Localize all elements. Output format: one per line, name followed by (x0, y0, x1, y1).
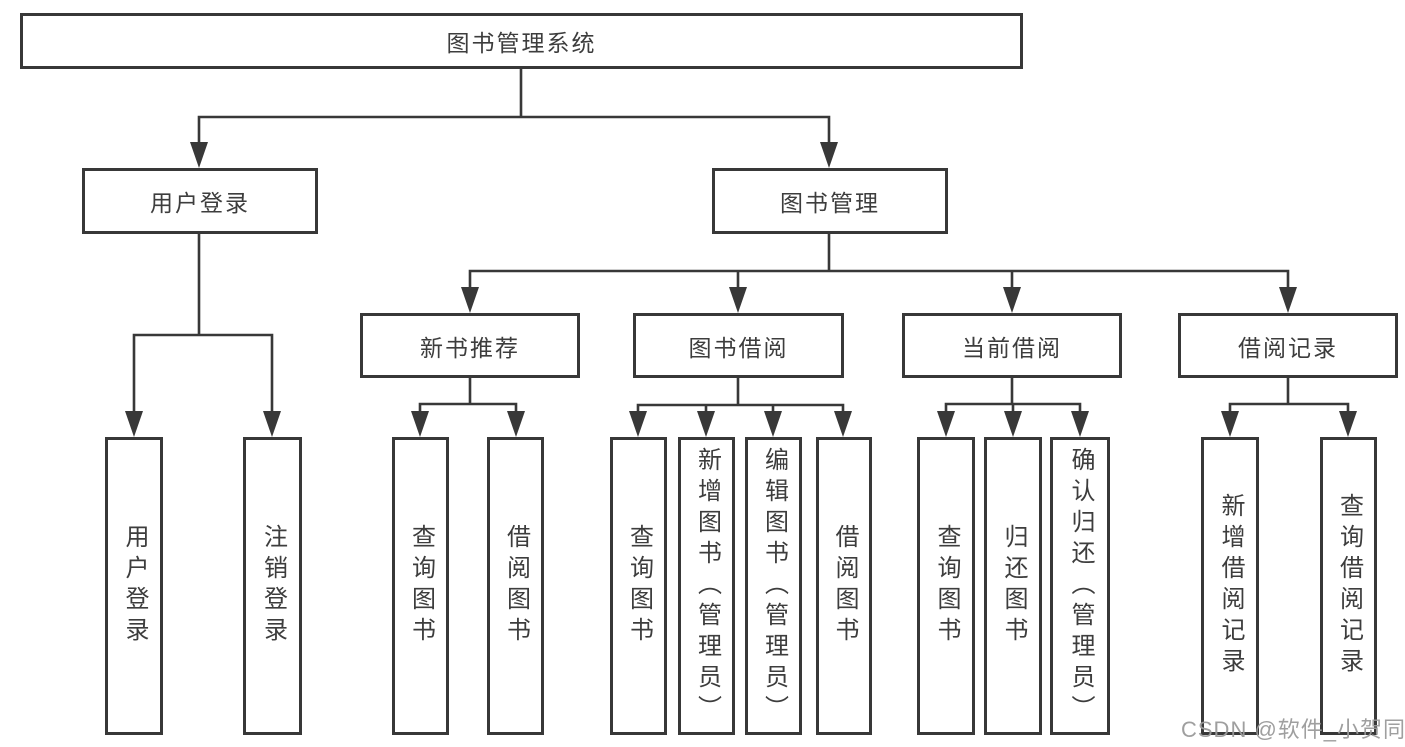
csdn-watermark: CSDN @软件_小贺同学 (1181, 717, 1405, 742)
leaf-return-book-label: 归还图书 (1000, 524, 1027, 648)
node-borrow-records: 借阅记录 (1178, 313, 1398, 378)
node-library-system-label: 图书管理系统 (446, 30, 597, 56)
leaf-query-book-current-label: 查询图书 (933, 524, 960, 648)
leaf-query-borrow-record: 查询借阅记录 (1320, 437, 1377, 735)
leaf-edit-book-admin-label: 编辑图书（管理员） (760, 446, 788, 726)
node-user-login-label: 用户登录 (150, 190, 250, 216)
leaf-query-book-current: 查询图书 (917, 437, 975, 735)
leaf-query-book-borrow-label: 查询图书 (625, 524, 653, 648)
leaf-logout: 注销登录 (243, 437, 302, 735)
leaf-confirm-return-admin-label: 确认归还（管理员） (1067, 446, 1094, 726)
node-new-book-recommend: 新书推荐 (360, 313, 580, 378)
leaf-add-book-admin: 新增图书（管理员） (678, 437, 735, 735)
node-new-book-recommend-label: 新书推荐 (420, 334, 520, 361)
node-book-borrow: 图书借阅 (633, 313, 844, 378)
leaf-add-book-admin-label: 新增图书（管理员） (693, 446, 721, 726)
leaf-query-book-recommend: 查询图书 (392, 437, 449, 735)
node-book-borrow-label: 图书借阅 (688, 334, 789, 361)
leaf-query-book-borrow: 查询图书 (610, 437, 667, 735)
node-user-login: 用户登录 (82, 168, 318, 234)
leaf-return-book: 归还图书 (984, 437, 1042, 735)
node-book-management-label: 图书管理 (780, 190, 880, 216)
node-book-management: 图书管理 (712, 168, 948, 234)
leaf-add-borrow-record-label: 新增借阅记录 (1217, 493, 1244, 679)
leaf-add-borrow-record: 新增借阅记录 (1201, 437, 1259, 735)
arrowheads (125, 142, 1357, 437)
leaf-user-login-label: 用户登录 (121, 524, 148, 648)
leaf-query-borrow-record-label: 查询借阅记录 (1335, 493, 1363, 679)
leaf-borrow-book-label: 借阅图书 (831, 524, 858, 648)
leaf-query-book-recommend-label: 查询图书 (407, 524, 435, 648)
leaf-edit-book-admin: 编辑图书（管理员） (745, 437, 802, 735)
node-current-borrow: 当前借阅 (902, 313, 1122, 378)
leaf-user-login: 用户登录 (105, 437, 163, 735)
leaf-borrow-book-recommend: 借阅图书 (487, 437, 544, 735)
leaf-logout-label: 注销登录 (259, 524, 287, 648)
node-library-system: 图书管理系统 (20, 13, 1023, 69)
node-current-borrow-label: 当前借阅 (962, 334, 1062, 361)
leaf-borrow-book-recommend-label: 借阅图书 (502, 524, 530, 648)
leaf-borrow-book: 借阅图书 (816, 437, 872, 735)
leaf-confirm-return-admin: 确认归还（管理员） (1050, 437, 1110, 735)
node-borrow-records-label: 借阅记录 (1238, 334, 1338, 361)
